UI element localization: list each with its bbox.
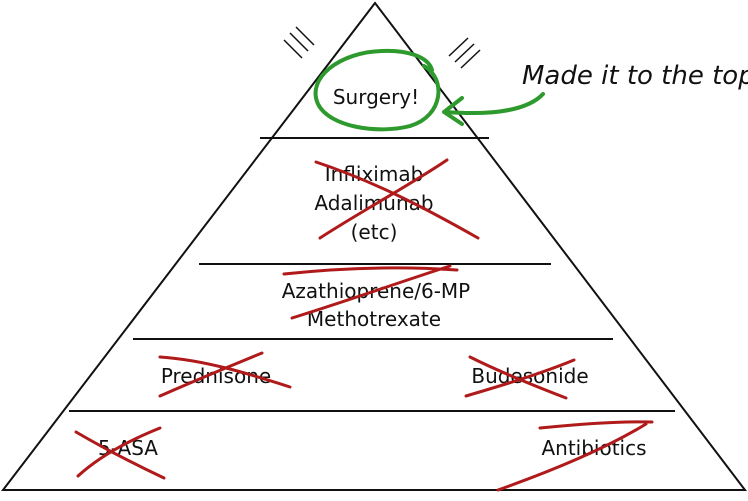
- tier-2: Infliximab Adalimunab (etc): [314, 158, 480, 244]
- shine-marks: [283, 26, 481, 69]
- tier-4-right-strike: [464, 355, 576, 400]
- arrow-head: [442, 96, 464, 126]
- annotation-text: Made it to the top!: [522, 61, 748, 91]
- pyramid-triangle: [0, 1, 748, 491]
- annotation-arrow: [442, 92, 545, 126]
- tier-2-strike: [314, 158, 480, 240]
- tier-4: Prednisone Budesonide: [158, 351, 589, 400]
- tier-2-line-3: (etc): [351, 220, 398, 244]
- tier-4-left-strike: [158, 351, 292, 398]
- tier-3: Azathioprene/6-MP Methotrexate: [282, 264, 470, 331]
- top-circle-highlight: [313, 48, 441, 132]
- tier-5-right-strike: [496, 420, 654, 492]
- tier-3-strike: [282, 264, 459, 320]
- tier-5-left: 5-ASA: [98, 436, 158, 460]
- tier-5-left-strike: [74, 426, 166, 480]
- pyramid-outline: [0, 1, 748, 491]
- tier-top-label: Surgery!: [333, 85, 419, 109]
- tier-5-right: Antibiotics: [541, 436, 646, 460]
- tier-top: Surgery!: [313, 48, 441, 132]
- arrow-shaft: [444, 92, 545, 116]
- tier-2-line-1: Infliximab: [325, 162, 424, 186]
- annotation: Made it to the top!: [442, 61, 748, 126]
- tier-5: 5-ASA Antibiotics: [74, 420, 654, 492]
- tier-3-line-2: Methotrexate: [307, 307, 441, 331]
